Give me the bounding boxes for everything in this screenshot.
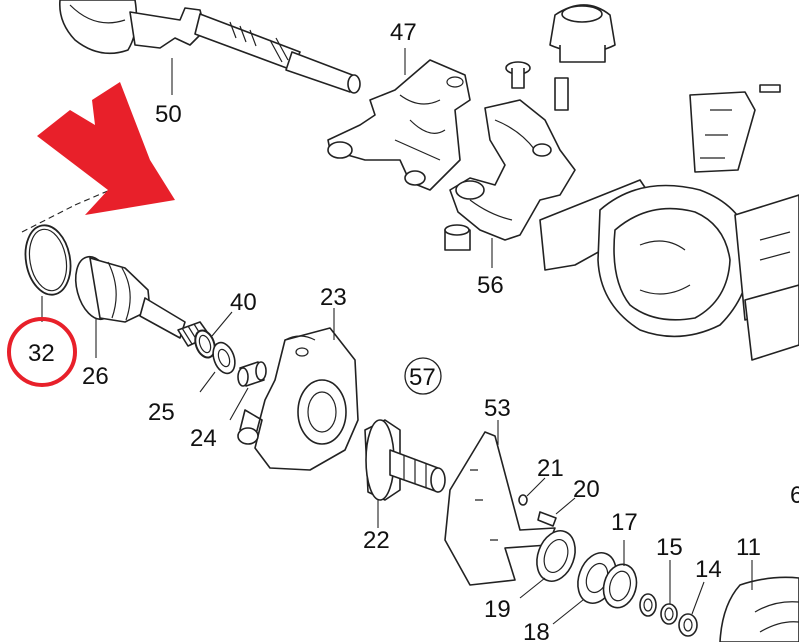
callout-19: 19 bbox=[484, 596, 511, 623]
callout-57: 57 bbox=[409, 364, 436, 391]
part-47-knuckle bbox=[327, 59, 471, 191]
part-25-washer bbox=[212, 341, 236, 375]
callout-25: 25 bbox=[148, 399, 175, 426]
part-26-cv-joint bbox=[74, 255, 211, 347]
part-21-bolt bbox=[518, 494, 528, 506]
callout-18: 18 bbox=[523, 619, 550, 642]
highlight-arrow bbox=[37, 82, 175, 215]
part-32-snap-ring bbox=[21, 189, 111, 296]
callout-32: 32 bbox=[28, 340, 55, 367]
callout-11: 11 bbox=[736, 534, 761, 561]
differential-housing bbox=[539, 179, 799, 361]
callout-17: 17 bbox=[611, 509, 638, 536]
callout-14: 14 bbox=[695, 556, 722, 583]
callout-53: 53 bbox=[484, 395, 511, 422]
callout-23: 23 bbox=[320, 284, 347, 311]
part-24-bushing bbox=[237, 361, 267, 387]
part-20-bolt bbox=[537, 511, 557, 527]
callout-15: 15 bbox=[656, 534, 683, 561]
part-50-axle-shaft bbox=[58, 0, 361, 94]
callout-20: 20 bbox=[573, 476, 600, 503]
callout-24: 24 bbox=[190, 425, 217, 452]
small-ring bbox=[639, 593, 657, 617]
part-11-rotor bbox=[719, 576, 799, 642]
callout-57-circle bbox=[404, 357, 442, 395]
highlight-circle bbox=[7, 317, 77, 387]
part-15-washer bbox=[660, 603, 678, 625]
part-53-backing-plate bbox=[444, 431, 556, 586]
callout-47: 47 bbox=[390, 19, 417, 46]
part-17-race bbox=[602, 563, 638, 609]
callout-labels: 50 47 56 32 26 40 23 25 24 57 53 21 20 2… bbox=[28, 19, 799, 642]
part-23-hub-knuckle bbox=[237, 327, 359, 471]
part-14-nut bbox=[678, 613, 698, 637]
part-19-seal bbox=[536, 530, 576, 582]
callout-40: 40 bbox=[230, 289, 257, 316]
callout-50: 50 bbox=[155, 101, 182, 128]
callout-56: 56 bbox=[477, 272, 504, 299]
part-56-knuckle-arm bbox=[444, 99, 576, 251]
part-40-seal bbox=[194, 329, 216, 359]
ball-joint-assembly bbox=[505, 4, 781, 173]
callout-21: 21 bbox=[537, 455, 564, 482]
part-22-spindle bbox=[364, 419, 446, 501]
callout-22: 22 bbox=[363, 527, 390, 554]
callout-26: 26 bbox=[82, 363, 109, 390]
callout-6: 6 bbox=[790, 482, 799, 509]
